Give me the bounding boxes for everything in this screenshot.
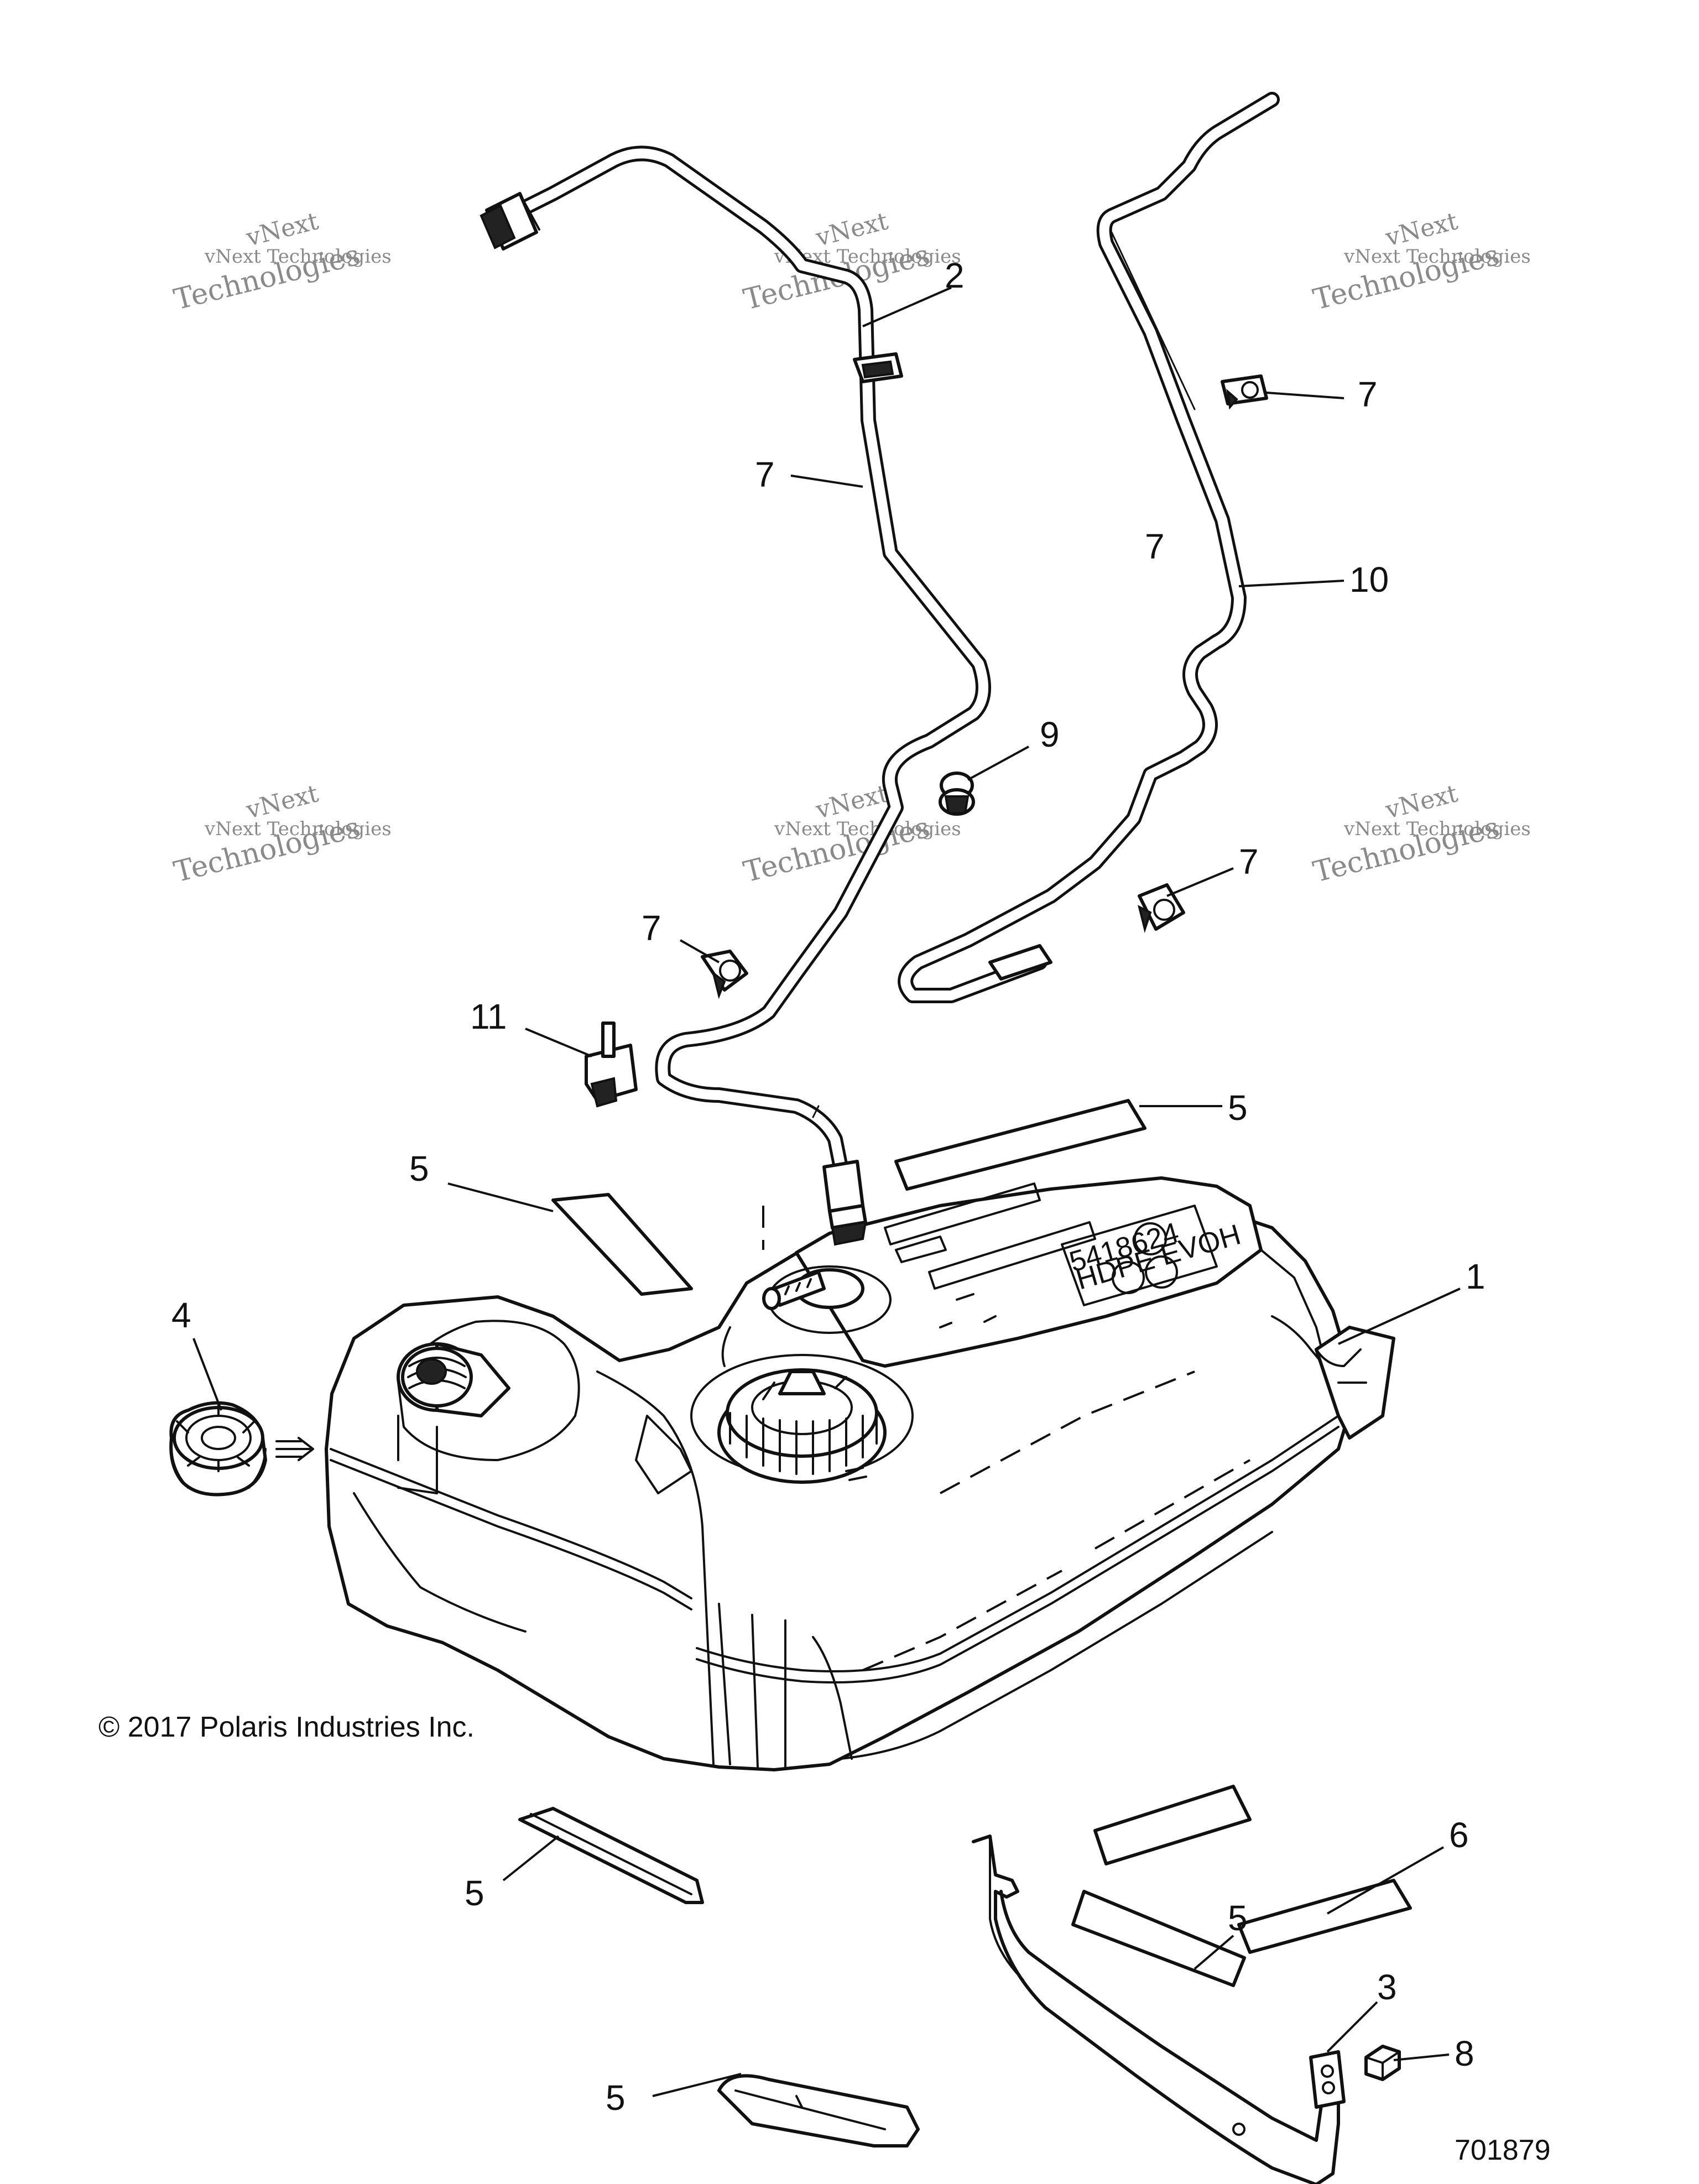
watermark-mid-left: vNext Technologies vNext Technologies <box>171 779 392 889</box>
watermark-top-left: vNext Technologies vNext Technologies <box>171 207 392 316</box>
svg-text:vNext Technologies: vNext Technologies <box>1343 246 1531 268</box>
hose-clip-left <box>701 950 748 999</box>
callout-5-bottom: 5 <box>606 2078 626 2118</box>
callout-7-mid: 7 <box>1145 527 1165 566</box>
callout-labels: 2 7 7 7 10 9 7 7 11 5 5 1 4 5 5 6 3 8 5 <box>171 256 1486 2118</box>
callout-5-top-left: 5 <box>409 1149 429 1189</box>
callout-8: 8 <box>1455 2034 1474 2073</box>
hose-clip-9 <box>939 772 975 816</box>
watermark-mid-center: vNext Technologies vNext Technologies <box>741 779 961 889</box>
cap-install-arrow <box>275 1437 314 1461</box>
watermark-top-center: vNext Technologies vNext Technologies <box>741 207 961 316</box>
callout-7-upper-mid: 7 <box>755 455 775 494</box>
callout-9: 9 <box>1040 715 1060 754</box>
callout-11: 11 <box>470 997 507 1036</box>
pad-5-top-right <box>894 1099 1146 1191</box>
callout-4: 4 <box>171 1295 191 1335</box>
fuel-hose <box>480 145 991 1246</box>
clip-bracket-11 <box>585 1021 638 1108</box>
callout-5-lower-right: 5 <box>1228 1898 1248 1938</box>
svg-text:vNext Technologies: vNext Technologies <box>204 246 392 268</box>
svg-text:vNext Technologies: vNext Technologies <box>774 818 961 840</box>
callout-2: 2 <box>945 256 965 295</box>
leader-lines <box>192 286 1461 2097</box>
callout-6: 6 <box>1449 1815 1469 1855</box>
pad-5-top-left <box>551 1193 693 1296</box>
hose-clip-right <box>1138 883 1185 934</box>
fuel-tank: 5418624 HDPE EVOH <box>325 1176 1395 1771</box>
callout-5-lower-left: 5 <box>465 1873 484 1913</box>
pad-5-bottom <box>717 2074 920 2147</box>
callout-7-right: 7 <box>1239 842 1259 882</box>
callout-1: 1 <box>1466 1257 1486 1296</box>
watermark-mid-right: vNext Technologies vNext Technologies <box>1310 779 1531 889</box>
vent-hose <box>898 92 1280 1003</box>
callout-10: 10 <box>1349 560 1389 600</box>
callout-3: 3 <box>1377 1967 1397 2007</box>
tank-strap <box>972 1834 1346 2184</box>
callout-7-left: 7 <box>642 908 661 948</box>
svg-text:vNext Technologies: vNext Technologies <box>1343 818 1531 840</box>
fuel-cap <box>169 1401 267 1497</box>
copyright-notice: © 2017 Polaris Industries Inc. <box>98 1711 475 1743</box>
pad-6 <box>1237 1879 1412 1954</box>
diagram-number: 701879 <box>1455 2134 1551 2166</box>
callout-5-top-right: 5 <box>1228 1088 1248 1128</box>
hose-clip-upper-right <box>1221 374 1268 410</box>
hose-clip-upper-mid <box>853 352 903 383</box>
watermark-top-right: vNext Technologies vNext Technologies <box>1310 207 1531 316</box>
pad-5-center <box>1093 1785 1252 1865</box>
strap-bolt <box>1364 2045 1401 2081</box>
callout-7-upper-right: 7 <box>1358 374 1378 414</box>
pad-5-lower-center <box>1071 1890 1246 1987</box>
svg-text:vNext Technologies: vNext Technologies <box>204 818 392 840</box>
